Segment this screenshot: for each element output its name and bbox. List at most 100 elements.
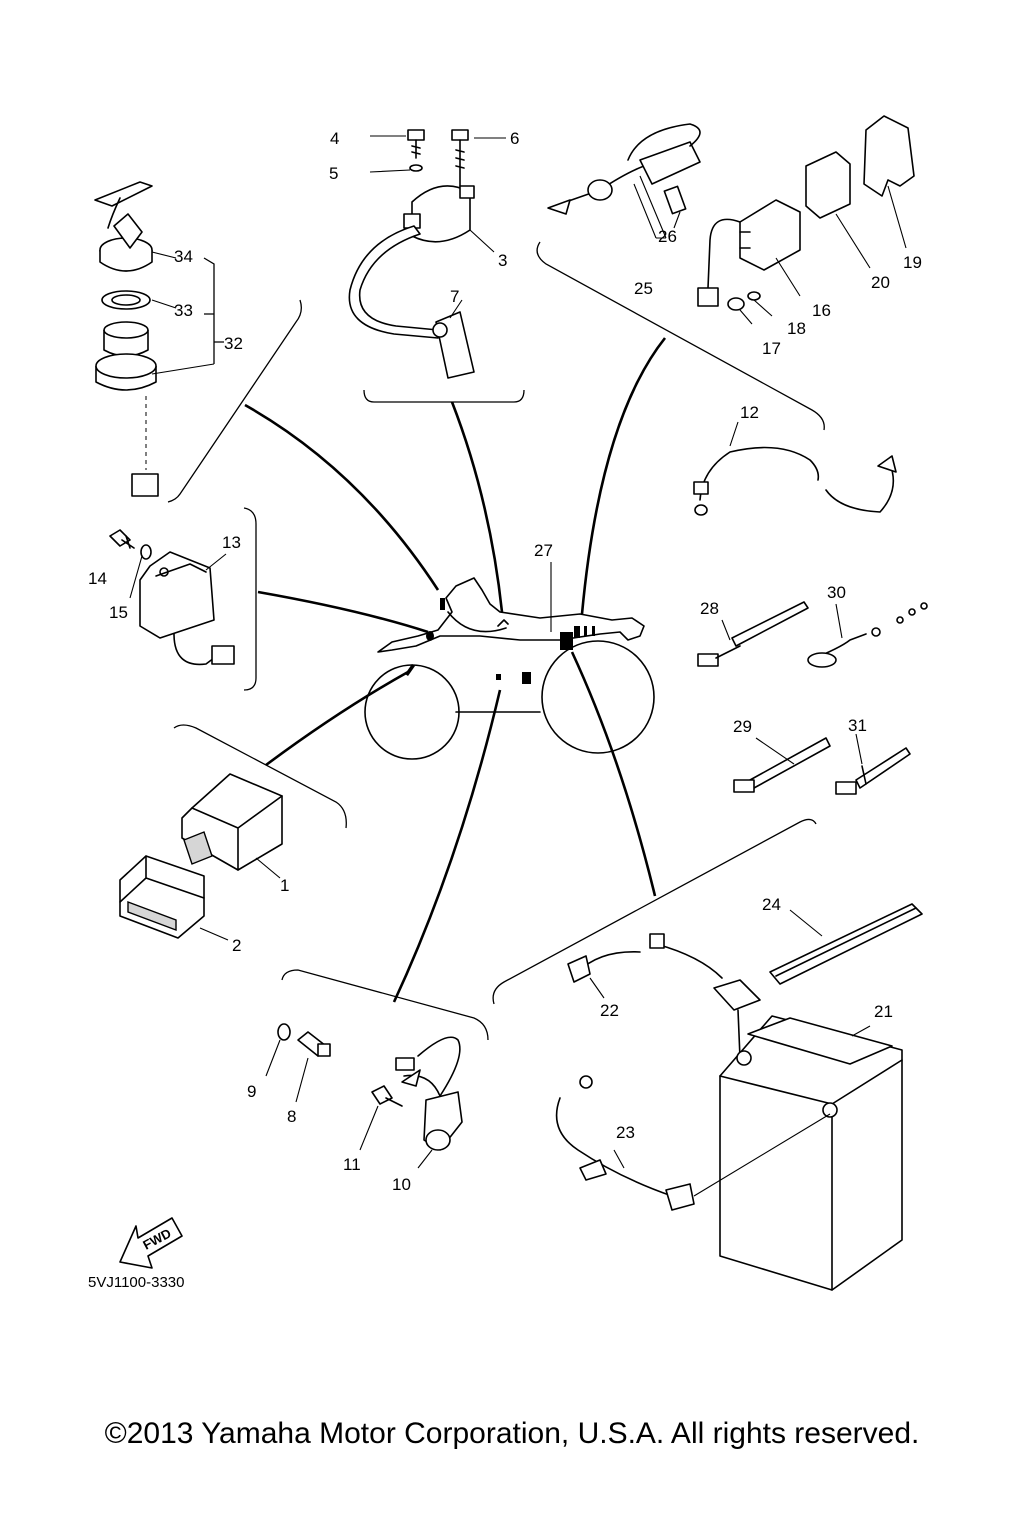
bracket-ignition-coil [363, 389, 525, 403]
cable-tie-head [733, 779, 755, 793]
callout-6: 6 [510, 129, 519, 148]
leader-lines-battery [589, 909, 871, 1197]
group-brackets [167, 241, 825, 1041]
relay-connector [697, 287, 719, 307]
spark-plug-lead [348, 225, 439, 339]
forward-arrow-icon [119, 1217, 183, 1269]
rectifier-connector [211, 645, 235, 665]
bracket-battery [492, 818, 817, 1005]
gasket-icon [277, 1023, 291, 1041]
bolt-head-icon [407, 129, 425, 141]
callout-28: 28 [700, 599, 719, 618]
callout-4: 4 [330, 129, 339, 148]
drawing-code: 5VJ1100-3330 [88, 1274, 185, 1291]
cable-tie-29 [749, 737, 831, 789]
bolt-shank [411, 139, 421, 159]
fwd-arrow: FWD [119, 1217, 183, 1269]
cable-tie-head [835, 781, 857, 795]
bolt-shank [385, 1097, 403, 1107]
battery-body [719, 1015, 903, 1291]
part-marker [574, 626, 580, 638]
battery-cable [655, 943, 723, 979]
cable-tie-head [697, 653, 719, 667]
bolt-head-icon [451, 129, 469, 141]
part-marker [522, 672, 531, 684]
callout-13: 13 [222, 533, 241, 552]
callout-23: 23 [616, 1123, 635, 1142]
cdi-cover-edges [119, 855, 205, 903]
callout-14: 14 [88, 569, 107, 588]
part-marker [592, 626, 595, 636]
callout-27: 27 [534, 541, 553, 560]
copyright-notice: ©2013 Yamaha Motor Corporation, U.S.A. A… [104, 1417, 920, 1450]
neutral-switch-terminal [317, 1043, 331, 1057]
callout-1: 1 [280, 876, 289, 895]
battery-vent-cap [747, 1017, 893, 1065]
callout-5: 5 [329, 164, 338, 183]
wire-terminal [693, 481, 709, 495]
lead-wire-end [825, 463, 895, 513]
sensor-base [425, 1129, 451, 1151]
bracket-rectifier [243, 507, 257, 691]
connector-line-cdi [265, 670, 409, 767]
callout-29: 29 [733, 717, 752, 736]
bracket-cdi [173, 724, 347, 829]
callout-10: 10 [392, 1175, 411, 1194]
switch-key-head [113, 213, 143, 249]
connector-line-main-switch [244, 403, 440, 591]
callout-bracket-32 [203, 257, 224, 364]
key-ring [107, 197, 121, 229]
cap-ring [432, 322, 448, 338]
callout-26: 26 [658, 227, 677, 246]
ignition-coil-assembly [348, 129, 506, 379]
cdi-assembly [119, 773, 283, 941]
neutral-switch-assembly [265, 1023, 463, 1169]
battery-cable-terminal [649, 933, 665, 949]
leader-lines-rectifier [129, 553, 227, 599]
vehicle-body-outline [377, 577, 645, 653]
mounting-hole [159, 567, 169, 577]
callout-19: 19 [903, 253, 922, 272]
wire-terminal [395, 1057, 415, 1071]
switch-body-base-top [95, 353, 157, 379]
leader-lines-clamps [721, 603, 863, 765]
battery-cable-sleeve [579, 1159, 607, 1181]
sensor-wire [403, 1074, 441, 1097]
main-switch-assembly [94, 181, 224, 497]
leader-lines-cdi [199, 857, 281, 941]
battery-band-line [775, 907, 917, 977]
callout-20: 20 [871, 273, 890, 292]
part-marker [426, 631, 434, 641]
arrow-icon [547, 199, 571, 215]
group-connector-lines [244, 337, 667, 1003]
band-30-bead [920, 602, 928, 610]
bracket-main-switch [167, 299, 302, 503]
callout-11: 11 [343, 1155, 361, 1174]
starter-relay-body [739, 199, 801, 271]
callout-17: 17 [762, 339, 781, 358]
connector-line-battery [570, 651, 657, 897]
part-marker [440, 598, 445, 610]
coil-tab [459, 185, 475, 199]
brake-switch-body [639, 141, 701, 185]
callout-34: 34 [174, 247, 193, 266]
relay-assembly [547, 115, 915, 325]
lead-wire [699, 446, 820, 501]
bolt-shank [121, 535, 135, 549]
rectifier-wire [173, 633, 215, 666]
clamps-group [697, 601, 928, 795]
part-marker [496, 674, 501, 680]
switch-connector [131, 473, 159, 497]
battery-cable-cap [713, 979, 761, 1011]
callout-21: 21 [874, 1002, 893, 1021]
cable-tie-clip [861, 765, 867, 785]
part-marker [560, 632, 573, 650]
callout-labels: 1 2 3 4 5 6 7 8 9 10 11 12 13 14 15 16 1… [88, 129, 922, 1194]
harness-trace [447, 611, 507, 633]
switch-nut-bore [111, 294, 141, 306]
washer-icon [747, 291, 761, 301]
part-marker [497, 619, 509, 627]
battery-terminal-negative [822, 1102, 838, 1118]
battery-terminal-cover [567, 955, 591, 983]
washer-icon [140, 544, 152, 560]
